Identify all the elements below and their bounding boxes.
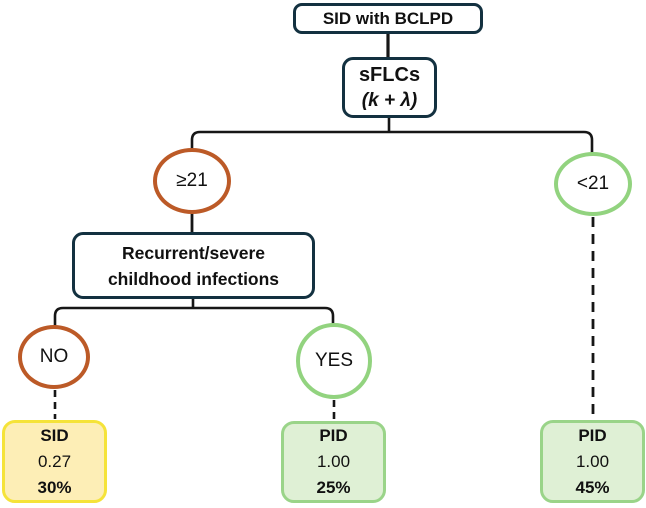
sflc-test-title: sFLCs	[358, 63, 421, 86]
outcome-pid-low-percentage: 45%	[575, 477, 610, 497]
infection-question-node: Recurrent/severe childhood infections	[72, 232, 315, 299]
connector-question-elbow	[53, 306, 335, 326]
answer-yes-circle: YES	[296, 323, 372, 399]
branch-high-circle: ≥21	[153, 148, 231, 214]
outcome-sid-label: SID	[40, 425, 69, 445]
outcome-pid-yes-percentage: 25%	[316, 478, 351, 497]
root-node: SID with BCLPD	[293, 3, 483, 34]
answer-no-label: NO	[39, 346, 69, 367]
infection-question-line2: childhood infections	[107, 268, 280, 289]
branch-high-label: ≥21	[176, 170, 208, 191]
root-node-label: SID with BCLPD	[322, 8, 454, 28]
outcome-pid-low-probability: 1.00	[575, 451, 610, 471]
sflc-test-node: sFLCs (k + λ)	[342, 57, 437, 118]
connector-test-elbow	[190, 130, 594, 153]
infection-question-line1: Recurrent/severe	[122, 242, 265, 263]
outcome-pid-low-label: PID	[578, 425, 607, 445]
branch-low-label: <21	[576, 173, 610, 194]
sflc-test-formula: (k + λ)	[361, 89, 418, 111]
answer-yes-label: YES	[314, 350, 354, 371]
outcome-sid-probability: 0.27	[37, 451, 72, 471]
outcome-pid-yes-node: PID 1.00 25%	[281, 421, 386, 503]
outcome-pid-yes-probability: 1.00	[316, 452, 351, 471]
outcome-pid-yes-label: PID	[319, 426, 348, 445]
answer-no-circle: NO	[18, 325, 90, 389]
outcome-sid-node: SID 0.27 30%	[2, 420, 107, 503]
outcome-sid-percentage: 30%	[37, 477, 72, 497]
outcome-pid-low-node: PID 1.00 45%	[540, 420, 645, 503]
branch-low-circle: <21	[554, 152, 632, 216]
